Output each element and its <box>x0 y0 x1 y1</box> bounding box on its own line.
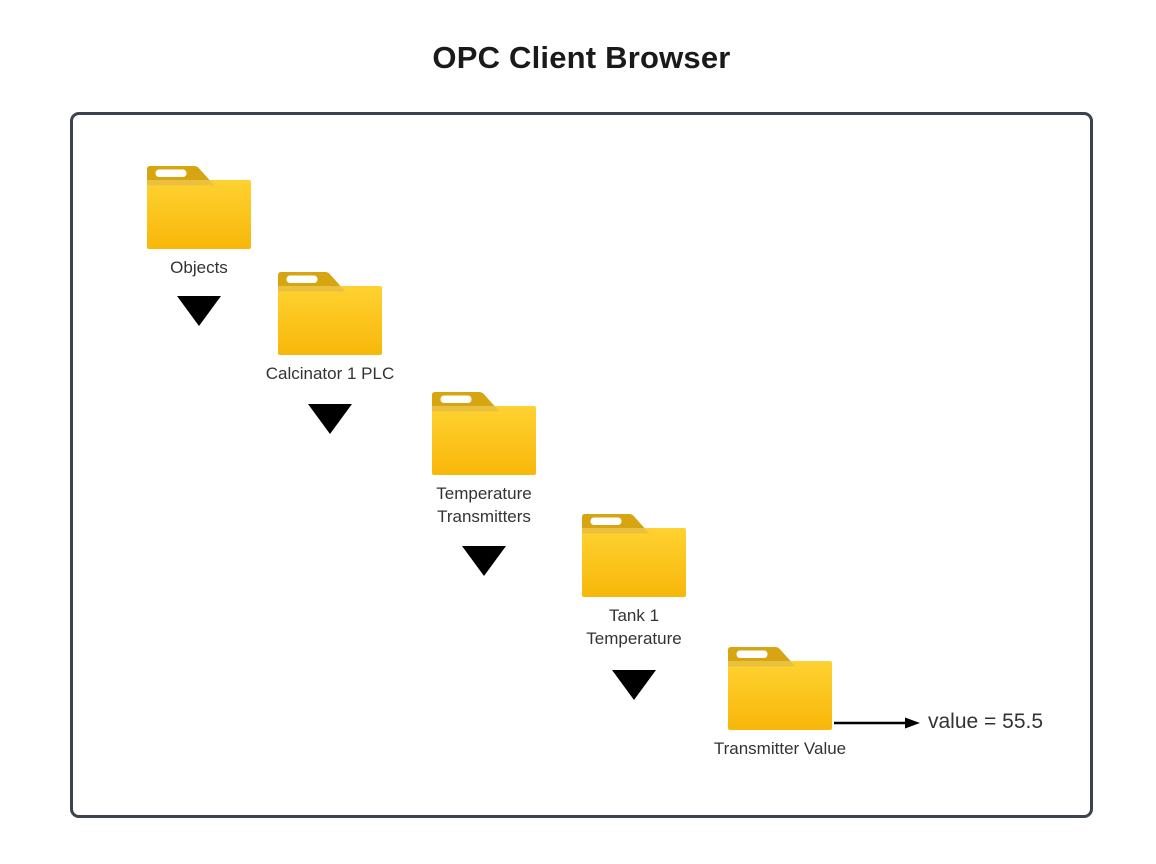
expand-arrow-icon[interactable] <box>177 296 221 326</box>
folder-icon[interactable] <box>432 392 536 475</box>
tree-node-transmitter-value: Transmitter Value <box>680 647 880 760</box>
page-title: OPC Client Browser <box>432 40 731 75</box>
folder-icon[interactable] <box>728 647 832 730</box>
value-annotation: value = 55.5 <box>928 710 1044 733</box>
tree-node-objects: Objects <box>99 166 299 279</box>
folder-label: Calcinator 1 PLC <box>265 364 395 383</box>
tree-node-temperature-transmitters: Temperature Transmitters <box>384 392 584 528</box>
folder-icon[interactable] <box>582 514 686 597</box>
tree-node-tank-1-temperature: Tank 1 Temperature <box>534 514 734 650</box>
folder-icon[interactable] <box>147 166 251 249</box>
folder-icon[interactable] <box>278 272 382 355</box>
expand-arrow-icon[interactable] <box>308 404 352 434</box>
folder-label: Tank 1 Temperature <box>586 606 682 648</box>
tree-node-calcinator-1-plc: Calcinator 1 PLC <box>230 272 430 385</box>
folder-label: Objects <box>170 258 228 277</box>
folder-label: Temperature Transmitters <box>436 484 532 526</box>
expand-arrow-icon[interactable] <box>612 670 656 700</box>
value-arrow-icon <box>834 717 920 729</box>
expand-arrow-icon[interactable] <box>462 546 506 576</box>
folder-label: Transmitter Value <box>713 739 847 758</box>
